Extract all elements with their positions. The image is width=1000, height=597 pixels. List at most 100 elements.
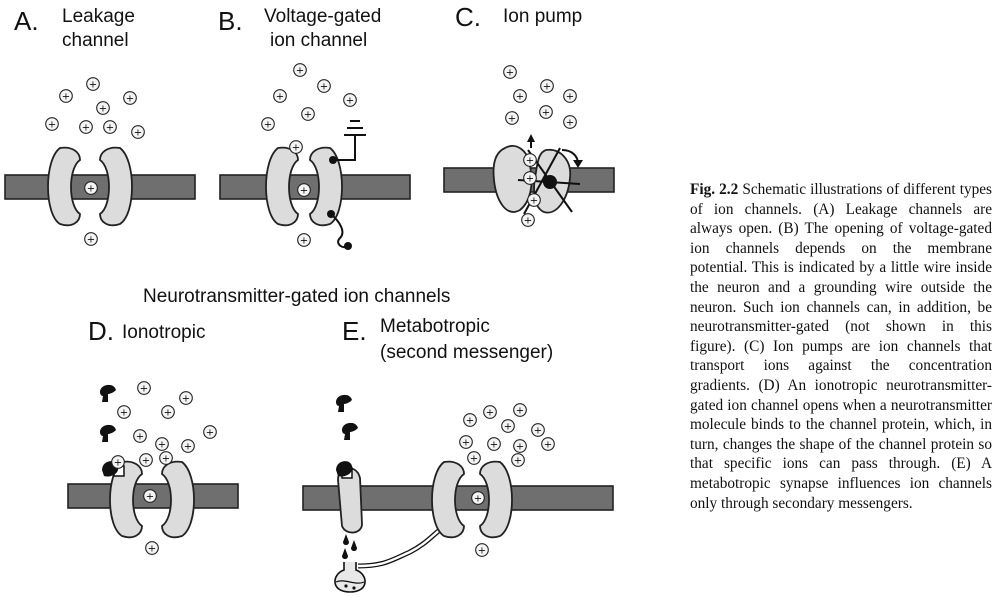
section-title: Neurotransmitter-gated ion channels	[143, 286, 450, 307]
ion-symbol: +	[300, 186, 308, 197]
ion: +	[297, 183, 311, 197]
panel-b-membrane	[219, 174, 411, 200]
panel-e-messenger-flask	[334, 562, 366, 593]
ion: +	[293, 63, 307, 77]
panel-b: B. Voltage-gated ion channel +++++++++	[218, 6, 411, 250]
ion-symbol: +	[114, 458, 122, 469]
ion-symbol: +	[82, 123, 90, 134]
ion: +	[483, 405, 497, 419]
ion-symbol: +	[506, 68, 514, 79]
ion-symbol: +	[106, 123, 114, 134]
ion: +	[467, 451, 481, 465]
ion-symbol: +	[470, 454, 478, 465]
ion-symbol: +	[48, 120, 56, 131]
ion-symbol: +	[466, 416, 474, 427]
ion-symbol: +	[142, 456, 150, 467]
panel-c-letter: C.	[455, 2, 481, 32]
panel-e-second-messengers	[342, 534, 357, 559]
panel-e-channel-right	[479, 460, 513, 539]
ion: +	[513, 89, 527, 103]
ion: +	[117, 405, 131, 419]
ion-symbol: +	[490, 440, 498, 451]
ion-symbol: +	[264, 120, 272, 131]
figure-caption: Fig. 2.2 Schematic illustrations of diff…	[690, 180, 992, 513]
ion-symbol: +	[346, 96, 354, 107]
ion: +	[459, 435, 473, 449]
ion: +	[523, 153, 537, 167]
panel-e-channel-left	[431, 460, 465, 539]
ion-symbol: +	[516, 92, 524, 103]
ion: +	[297, 233, 311, 247]
panel-d-neurotransmitter-2	[100, 424, 116, 442]
panel-a-title-line1: Leakage	[62, 6, 135, 27]
ion-symbol: +	[524, 216, 532, 227]
panel-b-voltage-wire	[327, 210, 352, 250]
panel-d-channel-left	[109, 460, 143, 539]
ion-symbol: +	[516, 442, 524, 453]
ion: +	[475, 543, 489, 557]
ion: +	[103, 120, 117, 134]
panel-e-neurotransmitter-1	[336, 394, 352, 412]
ion-channel-figure: A. Leakage channel ++++++++++ B. Voltage…	[4, 2, 615, 593]
panel-d-channel-right	[161, 460, 195, 539]
panel-b-letter: B.	[218, 6, 243, 36]
ion-symbol: +	[296, 66, 304, 77]
ion: +	[471, 491, 485, 505]
ion: +	[531, 423, 545, 437]
panel-e-title-line1: Metabotropic	[380, 316, 490, 337]
ion: +	[45, 117, 59, 131]
panel-a-membrane	[4, 174, 196, 200]
ion: +	[301, 107, 315, 121]
ion: +	[133, 429, 147, 443]
ion-symbol: +	[566, 92, 574, 103]
ion: +	[179, 391, 193, 405]
ion-symbol: +	[184, 442, 192, 453]
ion: +	[79, 120, 93, 134]
panel-c-title-line1: Ion pump	[503, 6, 582, 27]
ion: +	[317, 79, 331, 93]
panel-a-channel-right	[99, 146, 133, 227]
ion-symbol: +	[504, 422, 512, 433]
panel-b-channel-right	[309, 146, 343, 227]
panel-e-letter: E.	[342, 316, 367, 346]
ion-symbol: +	[544, 440, 552, 451]
ion-symbol: +	[543, 82, 551, 93]
ion-symbol: +	[474, 494, 482, 505]
ion: +	[501, 419, 515, 433]
ion: +	[159, 451, 173, 465]
ion-symbol: +	[120, 408, 128, 419]
ion-symbol: +	[530, 196, 538, 207]
ion: +	[161, 405, 175, 419]
ion: +	[521, 213, 535, 227]
ion: +	[137, 381, 151, 395]
ion: +	[563, 89, 577, 103]
ion: +	[181, 439, 195, 453]
panel-e-receptor	[336, 461, 363, 534]
panel-e: E. Metabotropic (second messenger)	[302, 316, 614, 593]
ion: +	[505, 111, 519, 125]
ion: +	[503, 65, 517, 79]
ion-symbol: +	[87, 184, 95, 195]
ion: +	[513, 403, 527, 417]
ion-symbol: +	[516, 406, 524, 417]
ion: +	[86, 77, 100, 91]
ion-symbol: +	[164, 408, 172, 419]
panel-c-arrow-up	[527, 134, 535, 148]
ion-symbol: +	[320, 82, 328, 93]
ion: +	[261, 117, 275, 131]
ion: +	[143, 489, 157, 503]
ion-symbol: +	[300, 236, 308, 247]
panel-a-channel-left	[47, 146, 81, 227]
ion: +	[463, 413, 477, 427]
ion-symbol: +	[126, 94, 134, 105]
ion-symbol: +	[526, 174, 534, 185]
ion-symbol: +	[89, 80, 97, 91]
ion-symbol: +	[99, 104, 107, 115]
ion-symbol: +	[140, 384, 148, 395]
ion-symbol: +	[508, 114, 516, 125]
ion: +	[541, 437, 555, 451]
ion: +	[139, 453, 153, 467]
panel-d-title-line1: Ionotropic	[122, 322, 205, 343]
ion: +	[145, 541, 159, 555]
ion-symbol: +	[534, 426, 542, 437]
